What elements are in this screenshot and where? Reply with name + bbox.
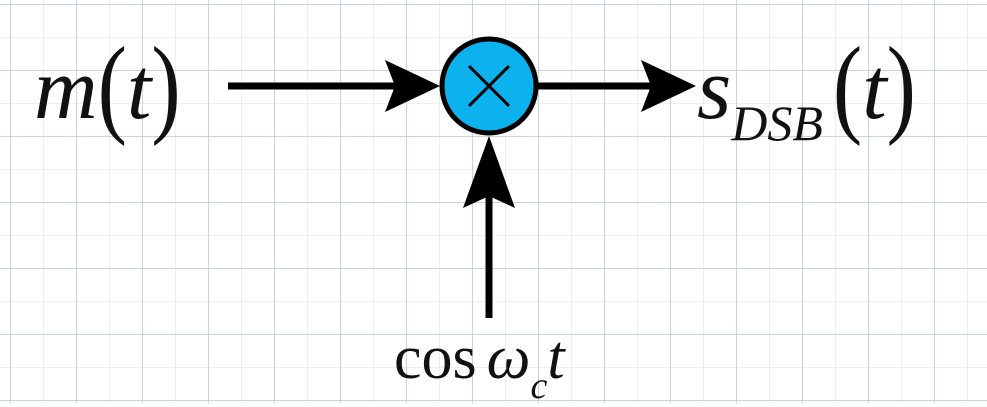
carrier-arrowhead	[463, 136, 515, 208]
output-func: s	[697, 41, 732, 138]
carrier-symbol: ω	[486, 324, 531, 392]
output-close-paren: )	[886, 26, 916, 148]
carrier-var: t	[547, 324, 565, 392]
output-open-paren: (	[832, 26, 863, 148]
input-close-paren: )	[151, 26, 181, 148]
input-var: t	[126, 41, 152, 138]
carrier-arrow	[463, 136, 515, 318]
carrier-func: cos	[394, 324, 477, 392]
output-subscript: DSB	[731, 95, 823, 151]
input-func: m	[34, 41, 98, 138]
input-signal-label: m(t)	[34, 26, 181, 147]
output-arrowhead	[641, 60, 696, 112]
output-var: t	[862, 41, 887, 138]
input-open-paren: (	[97, 26, 127, 148]
multiplier-node	[439, 36, 539, 136]
carrier-subscript: c	[530, 365, 548, 407]
input-arrowhead	[385, 60, 440, 112]
input-arrow	[228, 60, 440, 112]
output-arrow	[536, 60, 696, 112]
multiply-icon	[467, 64, 511, 108]
output-signal-label: sDSB(t)	[697, 26, 916, 151]
